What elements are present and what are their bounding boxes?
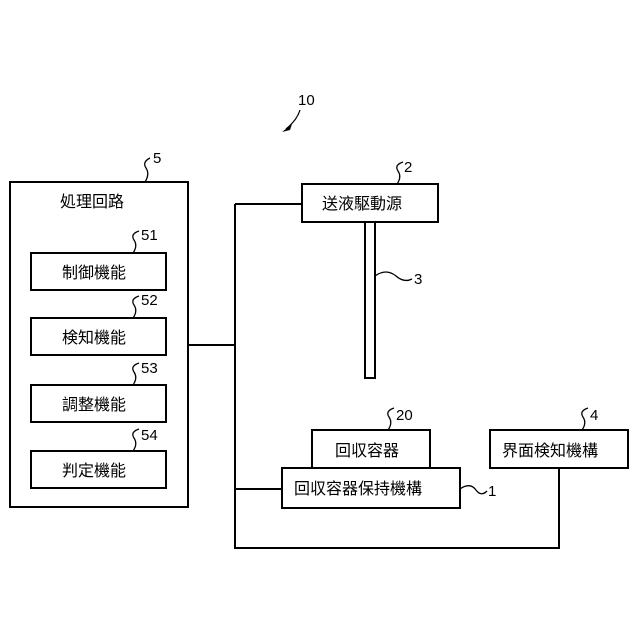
judge-function-label: 判定機能 <box>62 461 126 480</box>
interface-detector-leader <box>582 408 588 430</box>
holder-label: 回収容器保持機構 <box>294 479 422 498</box>
tube <box>365 222 375 378</box>
control-function-ref: 51 <box>141 227 158 244</box>
pump-ref: 2 <box>404 159 412 176</box>
container-ref: 20 <box>396 407 413 424</box>
system-ref-arrow <box>286 110 300 129</box>
tube-leader <box>375 272 412 280</box>
judge-function-ref: 54 <box>141 427 158 444</box>
container-label: 回収容器 <box>335 441 399 460</box>
pump-leader <box>397 162 403 184</box>
holder-leader <box>460 486 487 494</box>
container-leader <box>388 408 394 430</box>
holder-ref: 1 <box>488 483 496 500</box>
processing-circuit-ref: 5 <box>153 150 161 167</box>
interface-detector-ref: 4 <box>590 407 598 424</box>
pump-label: 送液駆動源 <box>322 194 402 213</box>
control-function-label: 制御機能 <box>62 263 126 282</box>
tube-ref: 3 <box>414 271 422 288</box>
detect-function-ref: 52 <box>141 292 158 309</box>
system-ref-label: 10 <box>298 92 315 109</box>
interface-detector-label: 界面検知機構 <box>502 441 598 460</box>
adjust-function-label: 調整機能 <box>62 395 126 414</box>
processing-circuit-label: 処理回路 <box>60 192 124 211</box>
processing-circuit-leader <box>145 158 150 182</box>
detect-function-label: 検知機能 <box>62 328 126 347</box>
adjust-function-ref: 53 <box>141 360 158 377</box>
